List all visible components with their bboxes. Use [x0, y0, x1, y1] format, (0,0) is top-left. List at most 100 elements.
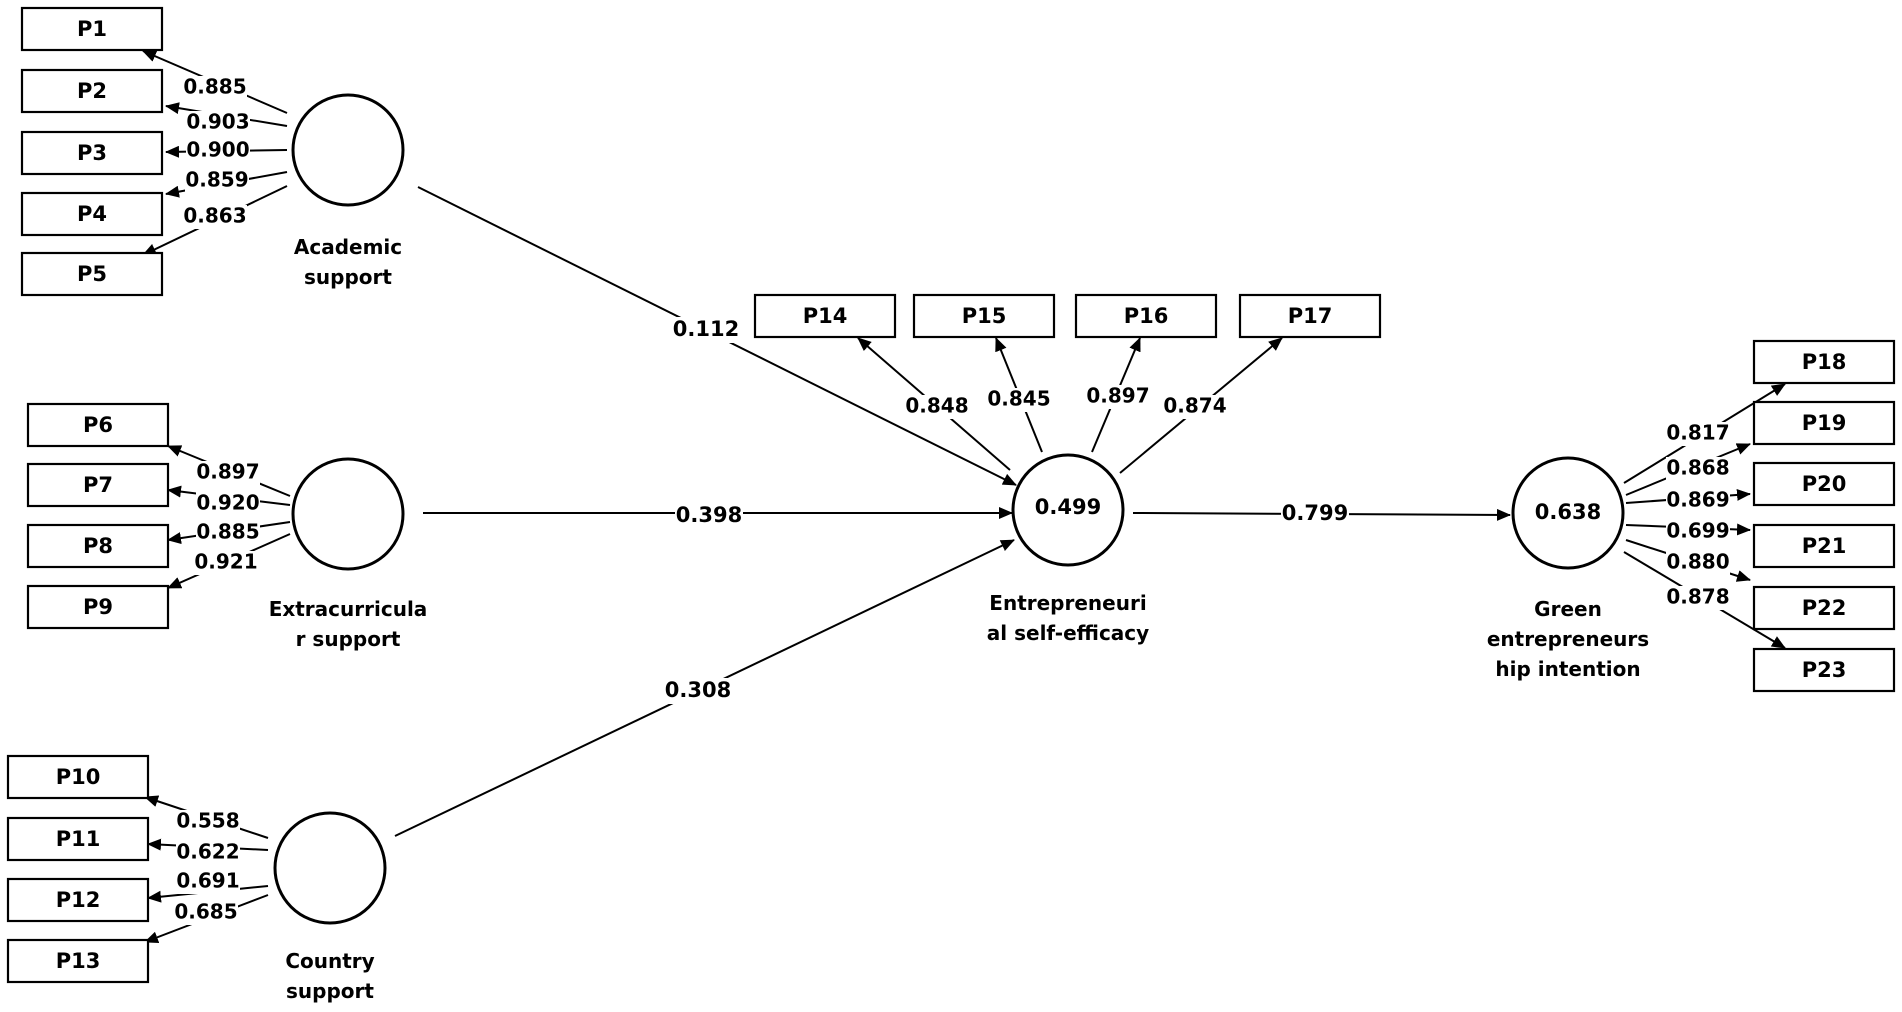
construct-circle-ex — [291, 457, 405, 571]
indicator-label-p11: P11 — [56, 827, 101, 851]
construct-name-gei-line-1: Green — [1534, 597, 1602, 621]
loading-value-p15: 0.845 — [987, 387, 1050, 411]
indicator-label-p19: P19 — [1802, 411, 1847, 435]
loading-value-p5: 0.863 — [183, 204, 246, 228]
loading-label-bg — [905, 395, 969, 419]
construct-name-cs-line-1: Country — [285, 949, 374, 973]
indicator-label-p14: P14 — [803, 304, 848, 328]
indicator-label-p12: P12 — [56, 888, 101, 912]
loading-value-p18: 0.817 — [1666, 421, 1729, 445]
loading-value-p8: 0.885 — [196, 520, 259, 544]
loading-value-p11: 0.622 — [176, 840, 239, 864]
loading-label-bg — [176, 841, 240, 865]
indicator-box-p7 — [26, 462, 170, 508]
construct-name-gei-line-2: entrepreneurs — [1487, 627, 1649, 651]
construct-name-gei-line-3: hip intention — [1495, 657, 1640, 681]
indicator-box-p13 — [6, 938, 150, 984]
loading-label-bg — [176, 810, 240, 834]
loading-value-p4: 0.859 — [185, 168, 248, 192]
indicator-box-p12 — [6, 877, 150, 923]
indicator-label-p23: P23 — [1802, 658, 1847, 682]
loading-value-p21: 0.699 — [1666, 519, 1729, 543]
indicator-label-p7: P7 — [83, 473, 113, 497]
construct-circle-gei — [1511, 456, 1625, 570]
indicator-box-p5 — [20, 251, 164, 297]
indicator-box-p16 — [1074, 293, 1218, 339]
indicator-box-p11 — [6, 816, 150, 862]
path-coef-bg — [672, 317, 740, 343]
loading-value-p16: 0.897 — [1086, 384, 1149, 408]
indicator-label-p10: P10 — [56, 765, 101, 789]
loading-label-bg — [183, 76, 247, 100]
loading-value-p22: 0.880 — [1666, 550, 1729, 574]
construct-name-cs-line-2: support — [286, 979, 374, 1003]
loading-label-bg — [1086, 385, 1150, 409]
indicator-label-p4: P4 — [77, 202, 107, 226]
indicator-box-p3 — [20, 130, 164, 176]
loading-label-bg — [1666, 422, 1730, 446]
loading-label-bg — [174, 901, 238, 925]
loading-label-bg — [987, 388, 1051, 412]
indicator-label-p15: P15 — [962, 304, 1007, 328]
construct-circle-ese — [1011, 453, 1125, 567]
loading-value-p20: 0.869 — [1666, 488, 1729, 512]
construct-circle-as — [291, 93, 405, 207]
loading-value-p10: 0.558 — [176, 809, 239, 833]
loading-value-p13: 0.685 — [174, 900, 237, 924]
loading-label-bg — [1666, 457, 1730, 481]
path-coef-bg — [1281, 501, 1349, 527]
path-coef-bg — [675, 503, 743, 529]
path-coefficient-cs-ese: 0.308 — [665, 678, 731, 702]
loading-label-bg — [185, 169, 249, 193]
loading-value-p9: 0.921 — [194, 550, 257, 574]
indicator-label-p2: P2 — [77, 79, 107, 103]
indicator-label-p22: P22 — [1802, 596, 1847, 620]
path-coefficient-ex-ese: 0.398 — [676, 503, 742, 527]
loading-label-bg — [194, 551, 258, 575]
indicator-box-p8 — [26, 523, 170, 569]
indicator-label-p5: P5 — [77, 262, 107, 286]
indicator-box-p10 — [6, 754, 150, 800]
loading-value-p23: 0.878 — [1666, 585, 1729, 609]
r-squared-ese: 0.499 — [1035, 495, 1101, 519]
loading-label-bg — [186, 139, 250, 163]
loading-label-bg — [1666, 551, 1730, 575]
loading-label-bg — [196, 492, 260, 516]
loading-label-bg — [196, 521, 260, 545]
construct-name-ex-line-2: r support — [296, 627, 401, 651]
indicator-box-p18 — [1752, 339, 1896, 385]
path-coef-bg — [664, 678, 732, 704]
loading-label-bg — [1163, 395, 1227, 419]
loading-label-bg — [196, 461, 260, 485]
indicator-label-p8: P8 — [83, 534, 113, 558]
loading-value-p7: 0.920 — [196, 491, 259, 515]
indicator-label-p1: P1 — [77, 17, 107, 41]
indicator-box-p15 — [912, 293, 1056, 339]
loading-value-p2: 0.903 — [186, 110, 249, 134]
loading-label-bg — [1666, 489, 1730, 513]
loading-value-p6: 0.897 — [196, 460, 259, 484]
indicator-box-p6 — [26, 402, 170, 448]
construct-name-ese-line-1: Entrepreneuri — [989, 591, 1146, 615]
loading-value-p14: 0.848 — [905, 394, 968, 418]
loading-label-bg — [183, 205, 247, 229]
indicator-box-p17 — [1238, 293, 1382, 339]
loading-value-p17: 0.874 — [1163, 394, 1226, 418]
loading-value-p12: 0.691 — [176, 869, 239, 893]
construct-name-as-line-2: support — [304, 265, 392, 289]
indicator-box-p4 — [20, 191, 164, 237]
indicator-box-p1 — [20, 6, 164, 52]
path-coefficient-ese-gei: 0.799 — [1282, 501, 1348, 525]
indicator-label-p13: P13 — [56, 949, 101, 973]
loading-label-bg — [1666, 520, 1730, 544]
r-squared-gei: 0.638 — [1535, 500, 1601, 524]
indicator-label-p20: P20 — [1802, 472, 1847, 496]
indicator-box-p19 — [1752, 400, 1896, 446]
indicator-label-p16: P16 — [1124, 304, 1169, 328]
indicator-box-p21 — [1752, 523, 1896, 569]
loading-value-p3: 0.900 — [186, 138, 249, 162]
indicator-label-p21: P21 — [1802, 534, 1847, 558]
loading-label-bg — [186, 111, 250, 135]
indicator-box-p20 — [1752, 461, 1896, 507]
